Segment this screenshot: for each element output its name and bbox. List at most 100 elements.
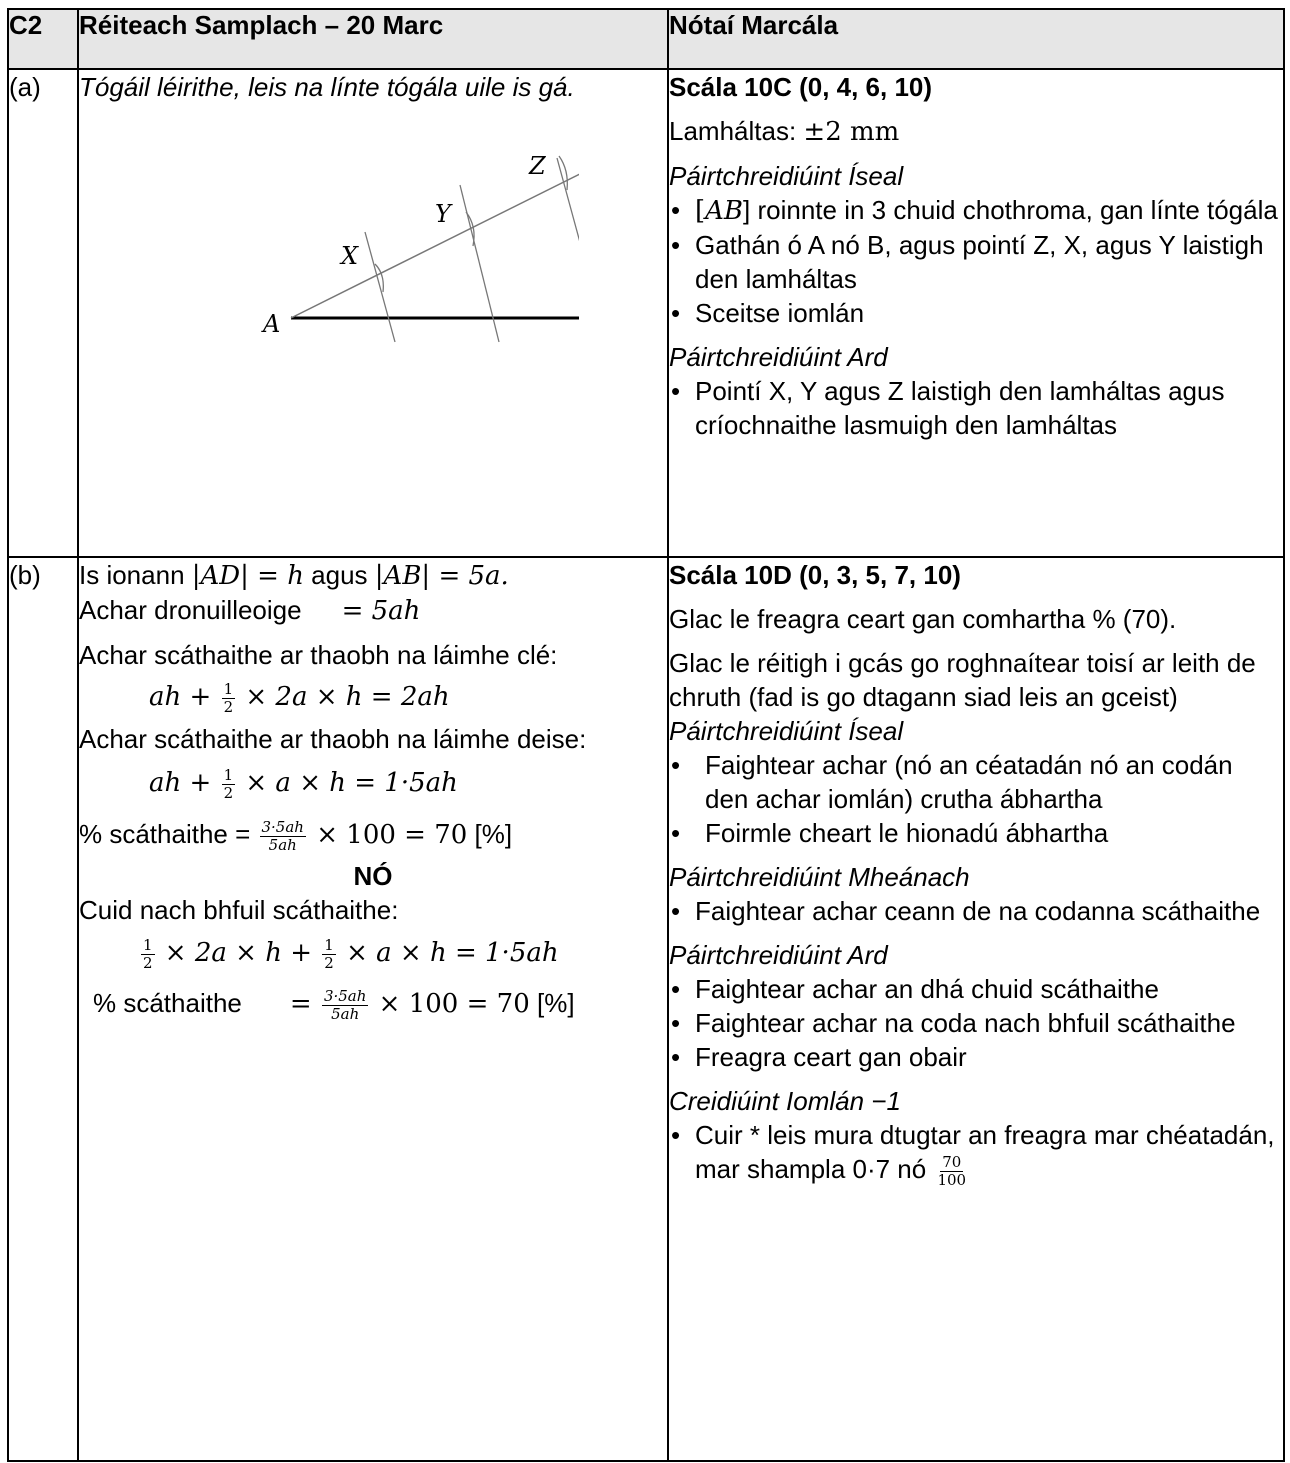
low-1-text: ] roinnte in 3 chuid chothroma, gan línt… <box>743 195 1278 225</box>
header-notes: Nótaí Marcála <box>667 8 1285 70</box>
s7-den: 5ah <box>268 835 297 854</box>
part-b-low-2: Foirmle cheart le hionadú ábhartha <box>669 816 1283 850</box>
s9-post: × a × h = 1·5ah <box>337 938 559 968</box>
s10-pre: % scáthaithe <box>93 988 242 1018</box>
full-1-den: 100 <box>937 1170 967 1189</box>
part-b-label: (b) <box>7 556 79 1462</box>
full-1-num: 70 <box>940 1152 964 1172</box>
part-a-solution: Tógáil léirithe, leis na línte tógála ui… <box>77 68 669 558</box>
s7-post: × 100 = 70 <box>307 820 468 850</box>
ray-from-a <box>290 173 579 319</box>
part-b-note-1: Glac le freagra ceart gan comhartha % (7… <box>669 604 1177 634</box>
row-part-a: (a) Tógáil léirithe, leis na línte tógál… <box>7 68 1285 558</box>
part-b-notes: Scála 10D (0, 3, 5, 7, 10) Glac le freag… <box>667 556 1285 1462</box>
construction-line-y <box>459 184 500 343</box>
label-z: Z <box>528 152 547 180</box>
part-a-scale: Scála 10C (0, 4, 6, 10) <box>669 72 933 102</box>
s9-num-2: 1 <box>322 935 336 955</box>
part-b-high-3: Freagra ceart gan obair <box>669 1040 1283 1074</box>
s4-den: 2 <box>223 697 234 716</box>
part-a-low-1: [AB] roinnte in 3 chuid chothroma, gan l… <box>669 193 1283 228</box>
s9-num-1: 1 <box>141 935 155 955</box>
part-a-high-title: Páirtchreidiúint Ard <box>669 342 888 372</box>
s9-mid: × 2a × h + <box>156 938 321 968</box>
part-a-low-2: Gathán ó A nó B, agus pointí Z, X, agus … <box>669 228 1283 296</box>
s1-text-a: Is ionann <box>79 560 192 590</box>
part-b-high-1: Faightear achar an dhá chuid scáthaithe <box>669 972 1283 1006</box>
arc-z <box>558 155 568 191</box>
part-b-full-title: Creidiúint Iomlán −1 <box>669 1086 901 1116</box>
label-x: X <box>339 242 359 270</box>
part-a-solution-text: Tógáil léirithe, leis na línte tógála ui… <box>79 72 575 102</box>
full-1-text: Cuir * leis mura dtugtar an freagra mar … <box>695 1120 1275 1184</box>
part-b-low-1: Faightear achar (nó an céatadán nó an co… <box>669 748 1283 816</box>
s7-pre: % scáthaithe = <box>79 819 258 849</box>
part-b-solution: Is ionann |AD| = h agus |AB| = 5a. Achar… <box>77 556 669 1462</box>
s7-tail: [%] <box>467 819 513 849</box>
part-b-high-title: Páirtchreidiúint Ard <box>669 940 888 970</box>
part-b-note-2: Glac le réitigh i gcás go roghnaítear to… <box>669 648 1256 712</box>
s10-num: 3·5ah <box>321 986 369 1006</box>
part-b-full-1: Cuir * leis mura dtugtar an freagra mar … <box>669 1118 1283 1189</box>
s1-math-1: |AD| = h <box>191 561 304 591</box>
low-1-open: [ <box>695 196 706 226</box>
sol-line-8: Cuid nach bhfuil scáthaithe: <box>79 895 399 925</box>
s4-num: 1 <box>221 679 236 699</box>
s9-den-2: 2 <box>324 953 334 972</box>
s6-pre: ah + <box>149 768 220 798</box>
part-a-tolerance: Lamháltas: ±2 mm <box>669 114 1283 149</box>
s2-text: Achar dronuilleoige <box>79 595 302 625</box>
row-part-b: (b) Is ionann |AD| = h agus |AB| = 5a. A… <box>7 556 1285 1462</box>
s10-eq: = <box>289 989 320 1019</box>
sol-line-5: Achar scáthaithe ar thaobh na láimhe dei… <box>79 724 587 754</box>
s9-den-1: 2 <box>143 953 153 972</box>
s2-math: = 5ah <box>341 596 421 626</box>
part-b-high-2: Faightear achar na coda nach bhfuil scát… <box>669 1006 1283 1040</box>
s4-pre: ah + <box>149 682 220 712</box>
part-a-notes: Scála 10C (0, 4, 6, 10) Lamháltas: ±2 mm… <box>667 68 1285 558</box>
or-separator: NÓ <box>353 861 393 891</box>
s10-den: 5ah <box>331 1004 360 1023</box>
part-b-scale: Scála 10D (0, 3, 5, 7, 10) <box>669 560 961 590</box>
arc-x <box>374 263 384 293</box>
header-question: C2 <box>7 8 79 70</box>
part-a-low-3: Sceitse iomlán <box>669 296 1283 330</box>
part-a-label: (a) <box>7 68 79 558</box>
low-1-math: AB <box>705 196 744 226</box>
s10-tail: [%] <box>529 988 575 1018</box>
s1-math-2: |AB| = 5a. <box>374 561 509 591</box>
tolerance-value: ±2 mm <box>803 117 900 147</box>
part-b-low-title: Páirtchreidiúint Íseal <box>669 716 904 746</box>
construction-line-x <box>364 231 396 343</box>
sol-line-3: Achar scáthaithe ar thaobh na láimhe clé… <box>79 640 558 670</box>
s7-num: 3·5ah <box>259 817 306 837</box>
s6-post: × a × h = 1·5ah <box>237 768 458 798</box>
part-b-mid-1: Faightear achar ceann de na codanna scát… <box>669 894 1283 928</box>
s1-text-b: agus <box>303 560 375 590</box>
marking-scheme-table: C2 Réiteach Samplach – 20 Marc Nótaí Mar… <box>7 8 1285 1462</box>
s6-num: 1 <box>221 765 236 785</box>
construction-line-z <box>556 157 579 242</box>
part-a-high-1: Pointí X, Y agus Z laistigh den lamhálta… <box>669 374 1283 442</box>
label-y: Y <box>435 200 453 228</box>
part-b-mid-title: Páirtchreidiúint Mheánach <box>669 862 970 892</box>
tolerance-label: Lamháltas: <box>669 116 797 146</box>
header-row: C2 Réiteach Samplach – 20 Marc Nótaí Mar… <box>7 8 1285 70</box>
part-a-low-title: Páirtchreidiúint Íseal <box>669 161 904 191</box>
s6-den: 2 <box>223 783 234 802</box>
sol-line-1: Is ionann |AD| = h agus |AB| = 5a. <box>79 558 667 593</box>
header-solution: Réiteach Samplach – 20 Marc <box>77 8 669 70</box>
s4-post: × 2a × h = 2ah <box>237 682 450 712</box>
construction-figure: A B X Y Z <box>261 152 579 343</box>
